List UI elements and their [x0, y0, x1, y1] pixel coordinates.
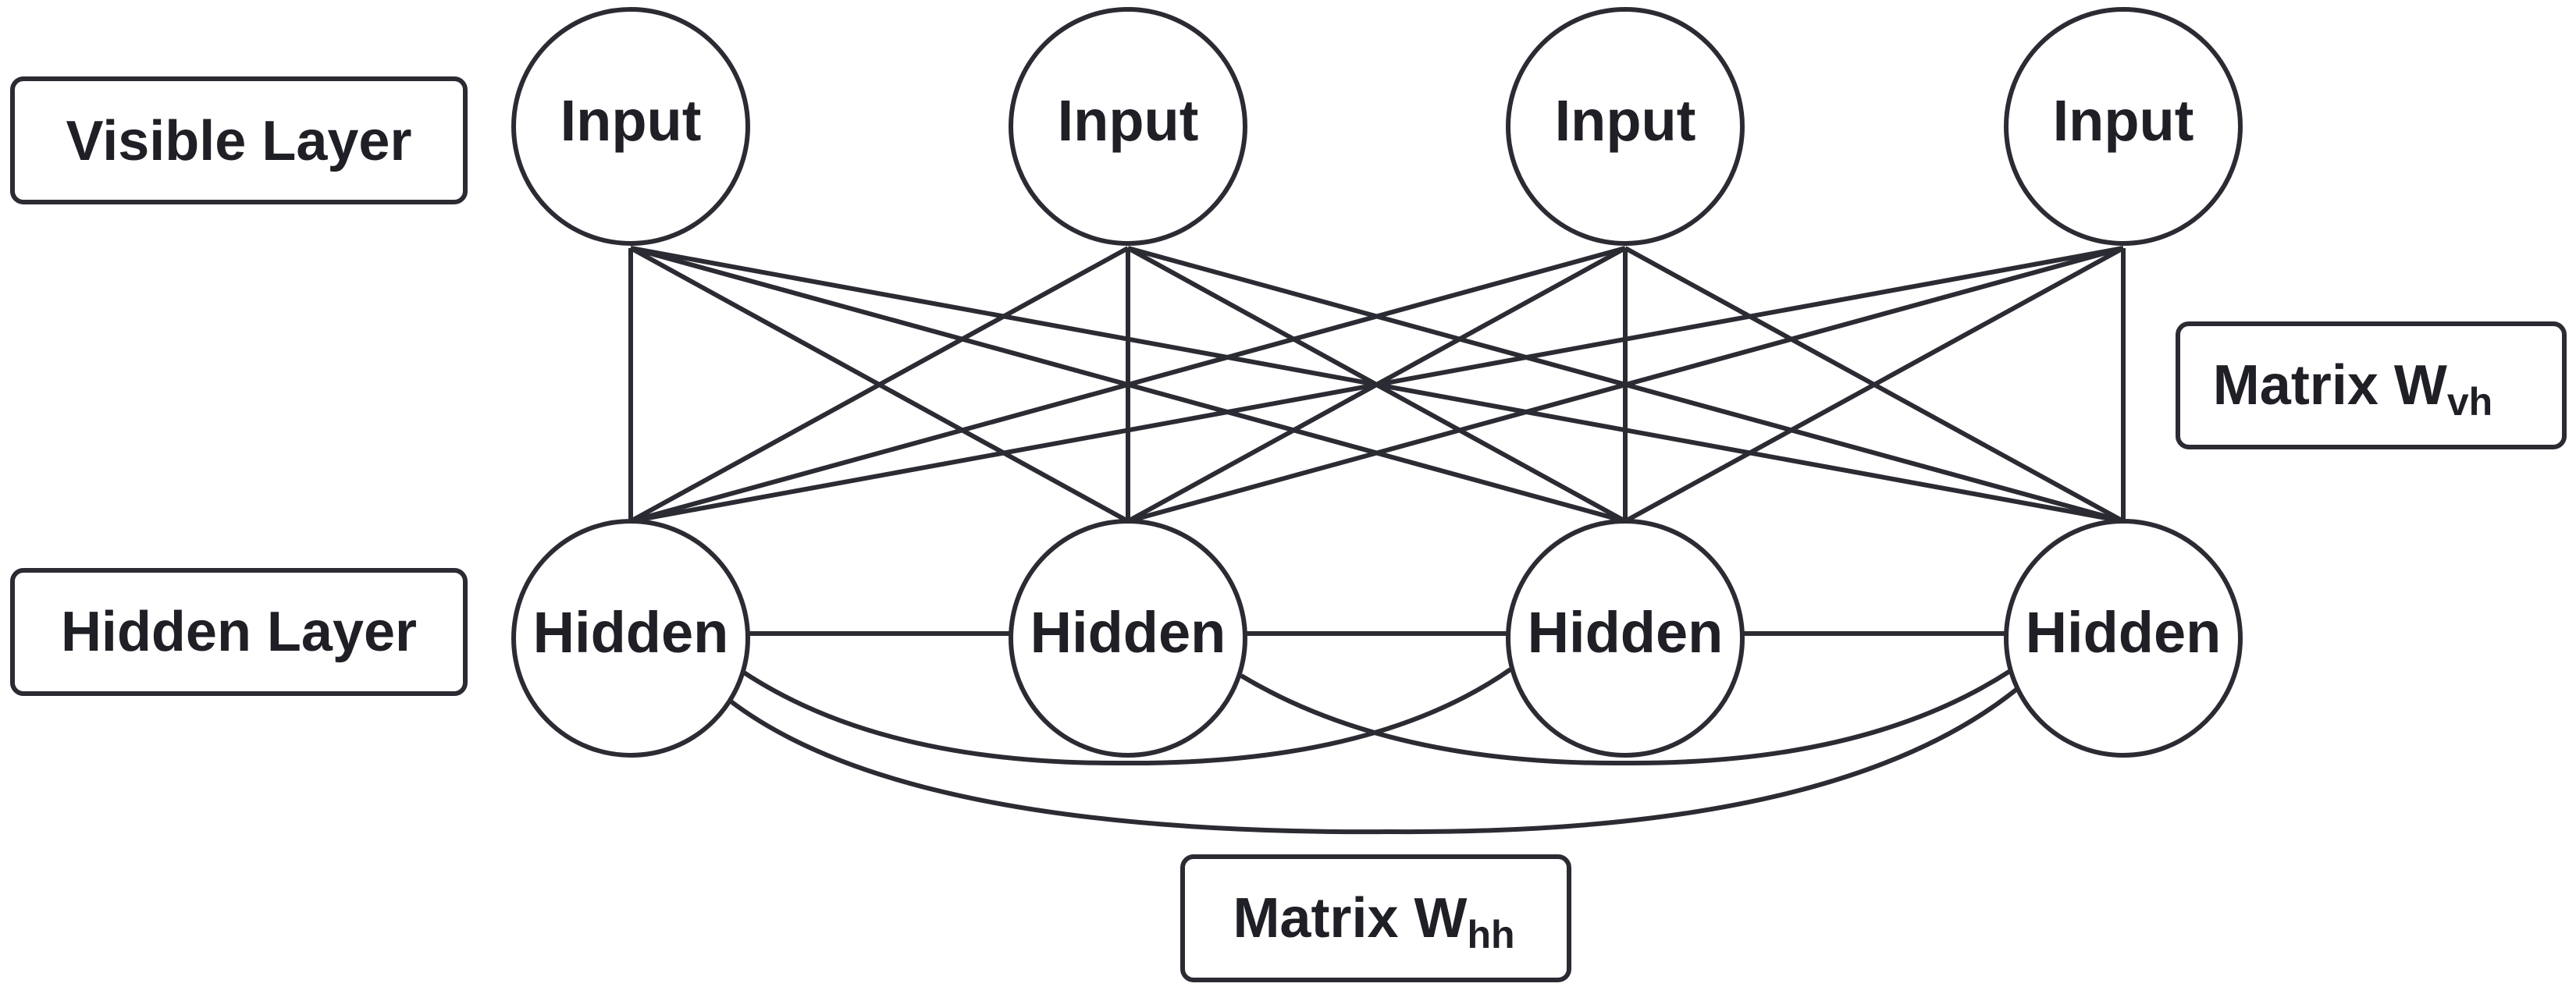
visible-node: Input: [511, 7, 750, 246]
matrix-whh-label: Matrix Whh: [1233, 887, 1514, 957]
visible-layer-label: Visible Layer: [66, 110, 412, 172]
matrix-whh-main: Matrix W: [1233, 887, 1467, 950]
hidden-node: Hidden: [511, 519, 750, 758]
visible-node-label: Input: [560, 88, 702, 153]
vh-edge-3-1: [630, 246, 1626, 524]
visible-node: Input: [1506, 7, 1745, 246]
hh-edge-1-3: [740, 667, 1512, 766]
hidden-node: Hidden: [1506, 519, 1745, 758]
matrix-wvh-main: Matrix W: [2213, 354, 2447, 417]
vh-edge-2-1: [629, 246, 1130, 524]
visible-layer-nodes: Input Input Input Input: [511, 7, 2243, 246]
vh-edge-4-1: [630, 246, 2124, 524]
matrix-wvh-subscript: vh: [2447, 380, 2492, 424]
hidden-node-label: Hidden: [533, 600, 729, 665]
hidden-hidden-edges: [728, 631, 2023, 835]
vh-edge-4-3: [1624, 246, 2125, 524]
hh-edge-1-4: [728, 683, 2023, 835]
hidden-layer-label-box: Hidden Layer: [10, 568, 468, 696]
visible-hidden-edges: [628, 246, 2126, 524]
visible-layer-label-box: Visible Layer: [10, 76, 468, 204]
visible-node-label: Input: [1058, 88, 1199, 153]
hidden-node: Hidden: [2004, 519, 2243, 758]
visible-node-label: Input: [1555, 88, 1696, 153]
matrix-wvh-label: Matrix Wvh: [2213, 354, 2492, 424]
matrix-wvh-label-box: Matrix Wvh: [2176, 321, 2567, 449]
visible-node-label: Input: [2053, 88, 2194, 153]
visible-node: Input: [1009, 7, 1247, 246]
hidden-node: Hidden: [1009, 519, 1247, 758]
hidden-node-label: Hidden: [1030, 600, 1226, 665]
hidden-layer-nodes: Hidden Hidden Hidden Hidden: [511, 519, 2243, 758]
hh-edge-2-4: [1240, 669, 2012, 766]
vh-edge-4-2: [1127, 246, 2124, 524]
hidden-node-label: Hidden: [1528, 600, 1724, 665]
matrix-whh-subscript: hh: [1467, 913, 1514, 957]
matrix-whh-label-box: Matrix Whh: [1180, 854, 1571, 982]
hidden-layer-label: Hidden Layer: [61, 601, 417, 663]
hidden-node-label: Hidden: [2026, 600, 2222, 665]
visible-node: Input: [2004, 7, 2243, 246]
